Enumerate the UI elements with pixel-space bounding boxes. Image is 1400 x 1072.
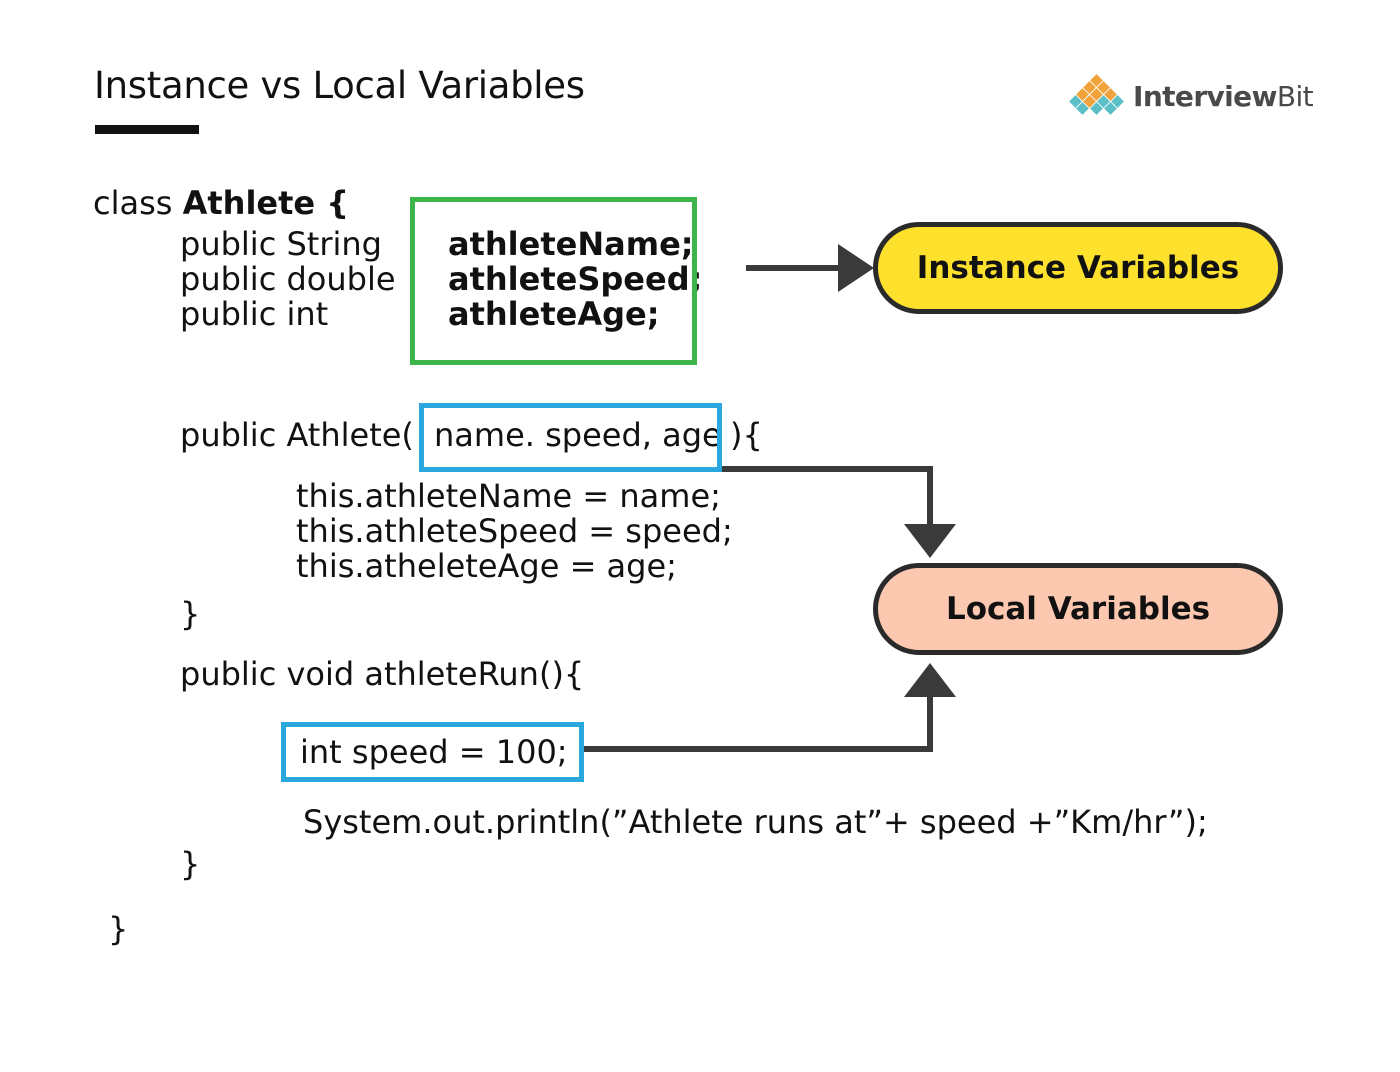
constructor-params-box — [419, 403, 722, 472]
logo-wordmark: InterviewBit — [1133, 80, 1314, 113]
constructor-params: name. speed, age — [434, 416, 722, 454]
ctor-body-line-2: this.atheleteAge = age; — [296, 547, 677, 585]
instance-variables-text: Instance Variables — [916, 250, 1240, 286]
title-underline — [95, 125, 199, 134]
interviewbit-logo: InterviewBit — [1065, 74, 1314, 118]
class-name: Athlete { — [182, 184, 350, 222]
constructor-suffix: ){ — [730, 416, 763, 454]
local-declaration: int speed = 100; — [300, 733, 568, 771]
instance-variables-box — [410, 197, 697, 365]
local-variables-text: Local Variables — [945, 591, 1211, 627]
decl-type-0: public String — [180, 225, 382, 263]
class-declaration: class Athlete { — [93, 186, 349, 221]
decl-name-0: athleteName; — [448, 225, 694, 263]
ctor-close-brace: } — [180, 595, 201, 633]
logo-diamond-icon — [1069, 74, 1124, 115]
decl-name-2: athleteAge; — [448, 295, 660, 333]
logo-text-light: Bit — [1276, 80, 1314, 113]
instance-variables-label: Instance Variables — [873, 222, 1283, 314]
ctor-body-line-1: this.athleteSpeed = speed; — [296, 512, 733, 550]
local-declaration-box — [281, 722, 584, 782]
logo-text-bold: Interview — [1133, 80, 1277, 113]
method-close-brace: } — [180, 845, 201, 883]
page-title: Instance vs Local Variables — [94, 64, 585, 107]
ctor-arrow-line — [722, 466, 933, 528]
instance-arrowhead-icon — [838, 244, 874, 292]
method-signature: public void athleteRun(){ — [180, 655, 585, 693]
ctor-arrowhead-icon — [904, 524, 956, 558]
local-variables-label: Local Variables — [873, 563, 1283, 655]
class-close-brace: } — [108, 910, 129, 948]
class-keyword: class — [93, 184, 183, 222]
decl-type-2: public int — [180, 295, 329, 333]
local-arrowhead-icon — [904, 663, 956, 697]
local-arrow-line — [584, 694, 933, 752]
decl-name-1: athleteSpeed; — [448, 260, 703, 298]
decl-type-1: public double — [180, 260, 396, 298]
constructor-prefix: public Athlete( — [180, 416, 414, 454]
ctor-body-line-0: this.athleteName = name; — [296, 477, 721, 515]
print-statement: System.out.println(”Athlete runs at”+ sp… — [303, 803, 1208, 841]
